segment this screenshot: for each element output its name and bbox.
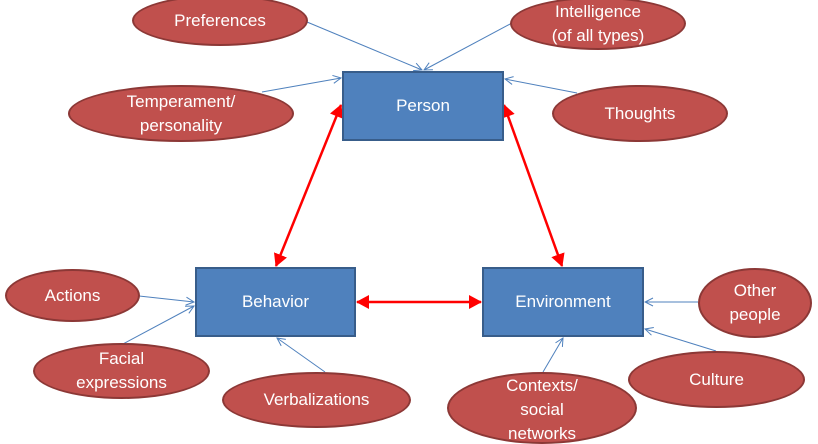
factor-other-people[interactable]: Other people <box>698 268 812 338</box>
factor-verbalizations-label: Verbalizations <box>263 390 370 409</box>
node-person[interactable]: Person <box>342 71 504 141</box>
factor-preferences[interactable]: Preferences <box>132 0 308 46</box>
arrow-culture-to-environment <box>645 329 717 352</box>
factor-intelligence-label: Intelligence (of all types) <box>551 1 645 45</box>
node-environment[interactable]: Environment <box>482 267 644 337</box>
factor-facial-expressions-label: Facial expressions <box>76 349 167 392</box>
arrow-actions-to-behavior <box>138 295 194 302</box>
factor-culture[interactable]: Culture <box>628 351 805 408</box>
arrow-facial-to-behavior <box>122 306 194 345</box>
factor-temperament[interactable]: Temperament/ personality <box>68 85 294 142</box>
factor-other-people-label: Other people <box>729 281 781 324</box>
factor-contexts-label: Contexts/ social networks <box>506 376 578 443</box>
reciprocal-arrow-person-environment <box>501 104 565 267</box>
factor-intelligence[interactable]: Intelligence (of all types) <box>510 0 686 50</box>
arrow-contexts-to-environment <box>542 338 563 373</box>
arrow-verbalizations-to-behavior <box>277 338 326 373</box>
factor-facial-expressions[interactable]: Facial expressions <box>33 343 210 399</box>
factor-actions[interactable]: Actions <box>5 269 140 322</box>
factor-actions-label: Actions <box>44 285 101 305</box>
reciprocal-arrow-person-behavior <box>274 104 343 267</box>
factor-culture-label: Culture <box>689 369 744 389</box>
node-environment-label: Environment <box>515 292 611 311</box>
arrow-thoughts-to-person <box>505 79 578 94</box>
factor-thoughts[interactable]: Thoughts <box>552 85 728 142</box>
diagram-canvas: Person Behavior Environment Preferences … <box>5 0 812 444</box>
connector-layer <box>122 21 717 373</box>
factor-contexts[interactable]: Contexts/ social networks <box>447 372 637 444</box>
arrow-temperament-to-person <box>261 78 341 93</box>
arrow-intelligence-to-person <box>424 22 513 70</box>
factor-temperament-label: Temperament/ personality <box>126 91 236 135</box>
node-behavior-label: Behavior <box>241 292 310 311</box>
factor-verbalizations[interactable]: Verbalizations <box>222 372 411 428</box>
arrow-preferences-to-person <box>306 21 422 70</box>
node-behavior[interactable]: Behavior <box>195 267 356 337</box>
factor-preferences-label: Preferences <box>174 10 266 30</box>
factor-thoughts-label: Thoughts <box>604 103 676 123</box>
node-person-label: Person <box>396 96 450 115</box>
